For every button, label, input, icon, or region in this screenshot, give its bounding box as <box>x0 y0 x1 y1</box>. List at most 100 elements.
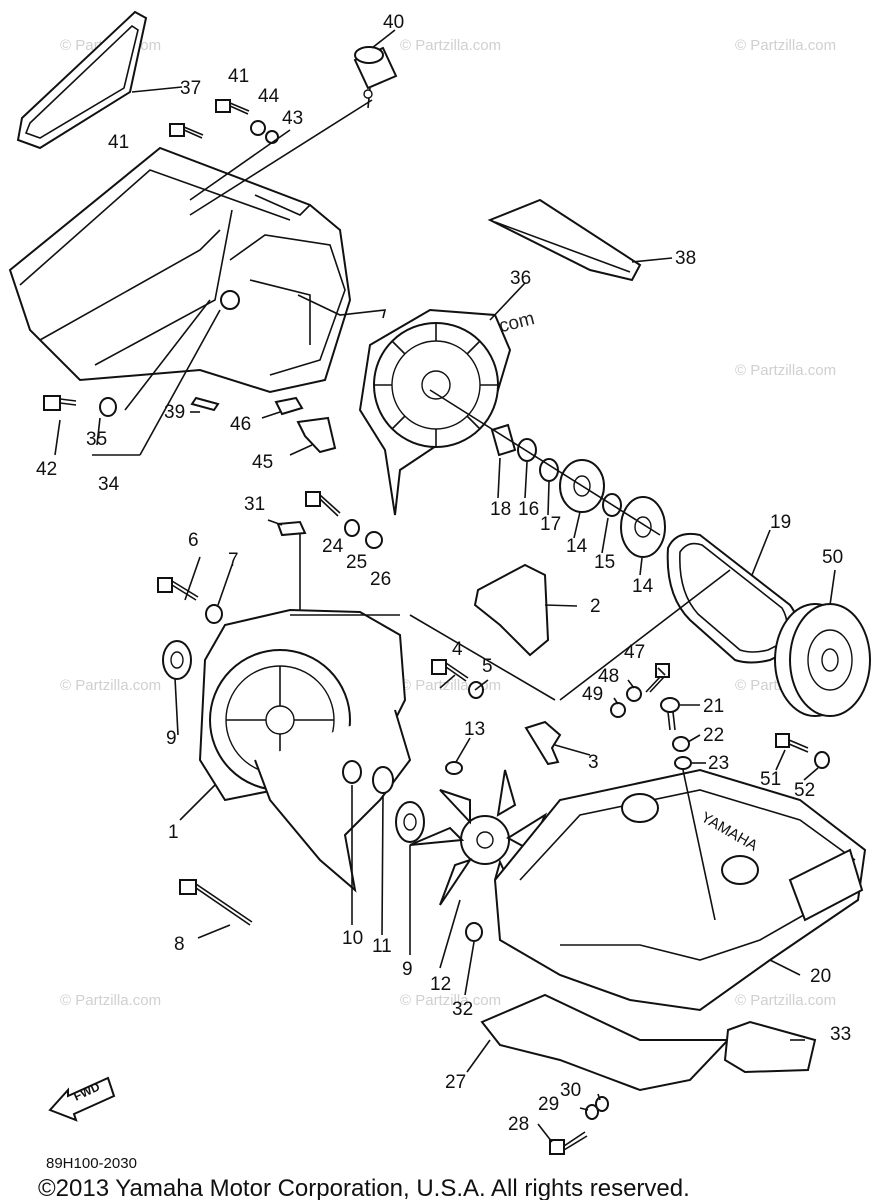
callout-46: 46 <box>230 414 251 435</box>
callout-16: 16 <box>518 499 539 520</box>
leader-lines <box>54 29 836 1143</box>
callout-36: 36 <box>510 268 531 289</box>
callout-9: 9 <box>166 728 177 749</box>
part-29-washer <box>585 1104 599 1120</box>
part-4-bolt <box>431 659 469 682</box>
part-16-washer <box>517 438 537 462</box>
watermark: © Partzilla.com <box>735 37 836 54</box>
callout-11: 11 <box>372 936 392 957</box>
callout-23: 23 <box>708 753 729 774</box>
part-45-bracket <box>296 416 337 454</box>
part-49-washer <box>610 702 626 718</box>
fwd-arrow-icon: FWD <box>48 1076 116 1122</box>
part-6-bolt <box>157 577 199 601</box>
callout-32: 32 <box>452 999 473 1020</box>
callout-42: 42 <box>36 459 57 480</box>
watermark: © Partzilla.com <box>735 992 836 1009</box>
callout-34: 34 <box>98 474 120 495</box>
part-42-bolt <box>43 395 77 411</box>
callout-27: 27 <box>445 1072 466 1093</box>
part-30-washer <box>595 1096 609 1112</box>
callout-40: 40 <box>383 12 404 33</box>
part-38-plate <box>487 198 642 282</box>
watermark: © Partzilla.com <box>400 992 501 1009</box>
callout-39: 39 <box>164 402 185 423</box>
callout-50: 50 <box>822 547 843 568</box>
callout-41: 41 <box>228 66 249 87</box>
callout-51: 51 <box>760 769 781 790</box>
callout-43: 43 <box>282 108 303 129</box>
part-19-belt <box>666 532 799 664</box>
callout-12: 12 <box>430 974 451 995</box>
part-10-circlip <box>342 760 362 784</box>
copyright-notice: ©2013 Yamaha Motor Corporation, U.S.A. A… <box>38 1175 690 1200</box>
part-43-washer <box>265 130 279 144</box>
part-41-bolt <box>169 123 204 139</box>
callout-25: 25 <box>346 552 367 573</box>
part-26-washer <box>365 531 383 549</box>
part-52-washer <box>814 751 830 769</box>
callout-26: 26 <box>370 569 391 590</box>
part-37-seal <box>16 10 148 150</box>
callout-20: 20 <box>810 966 831 987</box>
part-21-screw <box>660 697 680 731</box>
callout-8: 8 <box>174 934 185 955</box>
part-24-bolt <box>305 491 341 517</box>
callout-9: 9 <box>402 959 413 980</box>
part-7-washer <box>205 604 223 624</box>
callout-24: 24 <box>322 536 344 557</box>
callout-1: 1 <box>168 822 179 843</box>
watermark: © Partzilla.com <box>400 37 501 54</box>
part-18-collar <box>490 423 517 457</box>
callout-22: 22 <box>703 725 724 746</box>
part-20-cover: YAMAHA <box>493 768 867 1012</box>
part-34-housing <box>8 146 352 394</box>
part-40-sensor <box>353 46 398 109</box>
part-33-pad <box>723 1020 817 1074</box>
callout-2: 2 <box>590 596 601 617</box>
part-28-bolt <box>549 1131 588 1155</box>
callout-30: 30 <box>560 1080 581 1101</box>
callout-3: 3 <box>588 752 599 773</box>
part-17-washer <box>539 458 559 482</box>
callout-4: 4 <box>452 639 463 660</box>
part-11-washer <box>372 766 394 794</box>
callout-18: 18 <box>490 499 511 520</box>
part-27-guard <box>480 993 731 1092</box>
callout-45: 45 <box>252 452 273 473</box>
part-50-pulley <box>774 603 871 717</box>
callout-14: 14 <box>566 536 588 557</box>
watermark: © Partzilla.com <box>735 362 836 379</box>
part-31-label <box>276 520 307 537</box>
watermark: © Partzilla.com <box>60 677 161 694</box>
part-46-grommet <box>274 396 304 416</box>
callout-47: 47 <box>624 642 645 663</box>
callout-35: 35 <box>86 429 107 450</box>
callout-19: 19 <box>770 512 791 533</box>
part-39-clip <box>190 396 220 412</box>
part-1-front-housing <box>198 608 412 893</box>
part-32-washer <box>465 922 483 942</box>
part-41-bolt <box>215 99 250 115</box>
part-13-key <box>445 761 463 775</box>
watermark: © Partzilla.com <box>60 992 161 1009</box>
callout-14: 14 <box>632 576 654 597</box>
callout-15: 15 <box>594 552 615 573</box>
part-23-washer <box>674 756 692 770</box>
callout-6: 6 <box>188 530 199 551</box>
part-36-shroud <box>358 308 512 516</box>
callout-28: 28 <box>508 1114 529 1135</box>
callout-37: 37 <box>180 78 201 99</box>
callout-41: 41 <box>108 132 129 153</box>
callout-13: 13 <box>464 719 485 740</box>
callout-10: 10 <box>342 928 363 949</box>
part-2-bracket <box>473 563 550 657</box>
part-8-bolt <box>179 879 253 926</box>
callout-29: 29 <box>538 1094 559 1115</box>
part-3-clamp <box>524 720 562 766</box>
callout-31: 31 <box>244 494 265 515</box>
part-48-washer <box>626 686 642 702</box>
part-25-washer <box>344 519 360 537</box>
callout-52: 52 <box>794 780 815 801</box>
